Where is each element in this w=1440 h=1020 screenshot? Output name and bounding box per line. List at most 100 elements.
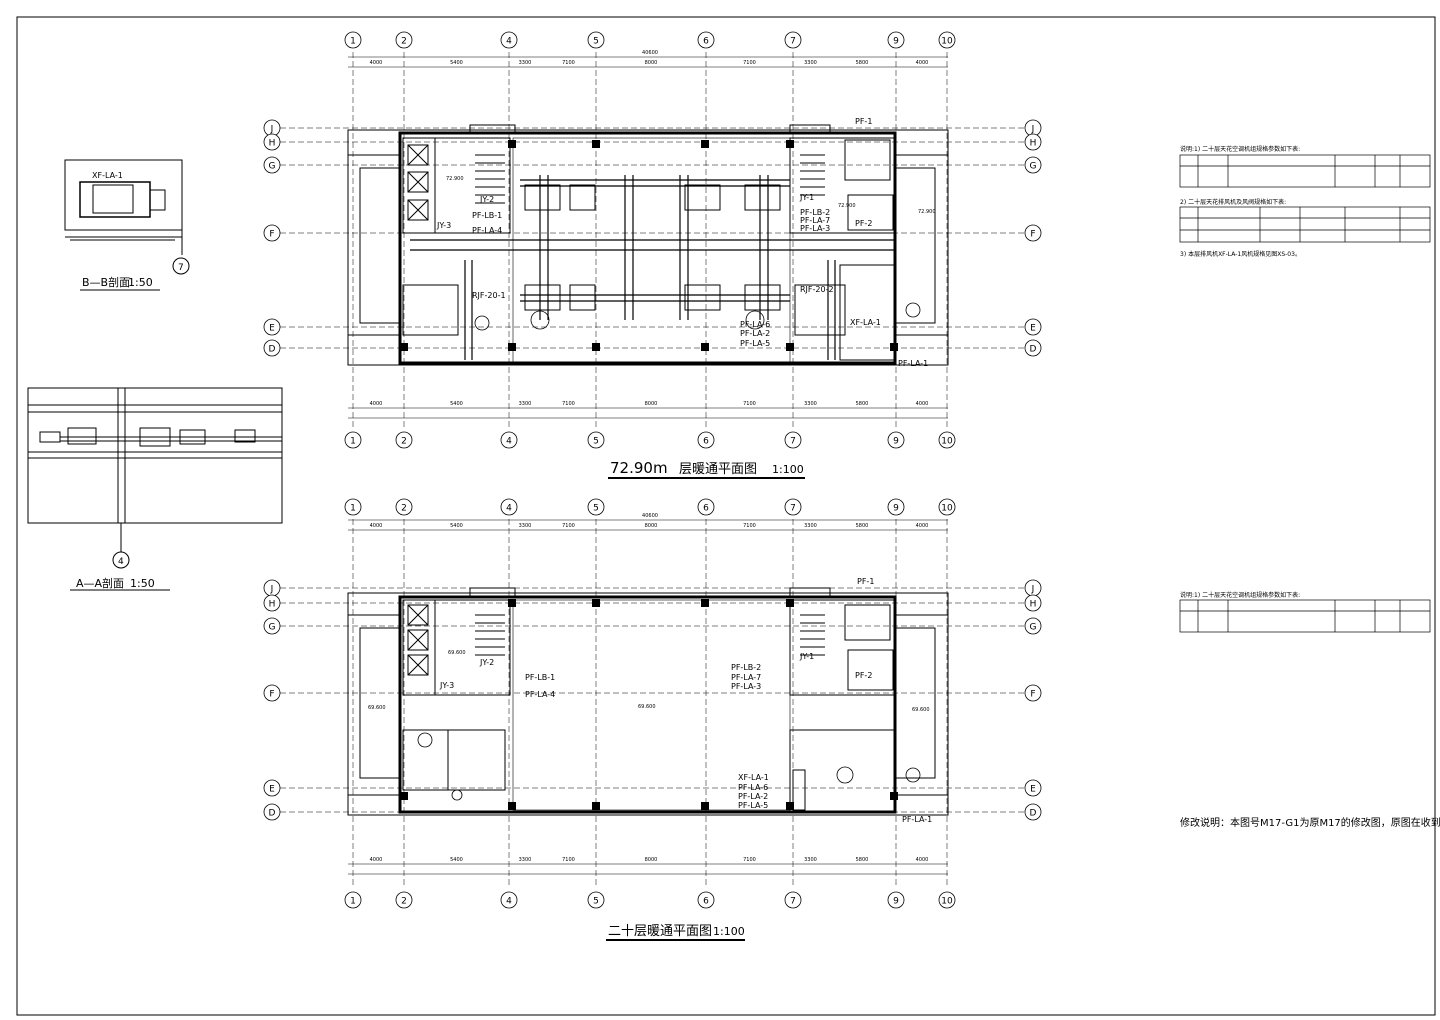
axis-bubble — [587, 31, 605, 49]
axis-bubble — [263, 339, 281, 357]
axis-bubble — [1024, 779, 1042, 797]
axis-bubble — [263, 684, 281, 702]
axis-label: 4 — [506, 897, 512, 907]
sheet-border — [16, 16, 1436, 1016]
axis-label: D — [269, 809, 276, 819]
plan-upper — [347, 124, 949, 366]
axis-label: 10 — [941, 504, 953, 514]
axis-label: F — [269, 690, 274, 700]
axis-label: E — [269, 324, 275, 334]
axis-bubble — [938, 431, 956, 449]
axis-bubble — [1024, 224, 1042, 242]
dimension-label: 5800 — [856, 60, 869, 66]
axis-label: G — [269, 623, 276, 633]
axis-bubble — [887, 431, 905, 449]
dimension-label: 8000 — [645, 857, 658, 863]
equipment-label: PF-LA-2 — [740, 329, 770, 338]
dimension-label: 7100 — [743, 401, 756, 407]
plan-lower — [347, 587, 949, 816]
equipment-labels: JY-2PF-LB-1PF-LA-4JY-3RJF-20-1PF-1JY-1PF… — [368, 117, 936, 824]
dimension-label: 5400 — [450, 857, 463, 863]
axis-label: 9 — [893, 437, 899, 447]
equipment-label: 69.600 — [368, 705, 386, 711]
axis-bubble — [500, 891, 518, 909]
dimension-label: 4000 — [370, 401, 383, 407]
axis-label: 1 — [350, 897, 356, 907]
axis-bubble — [887, 891, 905, 909]
dimension-total: 40600 — [642, 50, 658, 56]
dimension-label: 4000 — [916, 857, 929, 863]
axis-label: 7 — [790, 437, 796, 447]
equipment-label: PF-LA-7 — [800, 216, 830, 225]
axis-bubble — [263, 156, 281, 174]
axis-bubble — [784, 31, 802, 49]
dimension-label: 5800 — [856, 857, 869, 863]
section-bb-scale: 1:50 — [128, 276, 153, 289]
axis-bubble — [587, 498, 605, 516]
axis-label: F — [1030, 230, 1035, 240]
equipment-label: JY-2 — [479, 658, 494, 667]
dimension-label: 3300 — [804, 523, 817, 529]
axis-label: 4 — [506, 504, 512, 514]
spec-tables — [1179, 154, 1431, 633]
title-upper-text: 层暖通平面图 — [679, 462, 757, 477]
title-upper-scale: 1:100 — [772, 463, 804, 476]
note-upper-3: 3) 本层排风机XF-LA-1风机规格见图XS-03。 — [1180, 250, 1301, 258]
axis-bubble — [697, 431, 715, 449]
dimension-label: 7100 — [562, 523, 575, 529]
dimension-labels: 4000 5400 3300 7100 8000 7100 3300 5800 4000 4000… — [370, 50, 929, 863]
axis-label: J — [1031, 585, 1035, 595]
dimension-label: 7100 — [743, 60, 756, 66]
note-upper-2: 2) 二十层天花排风机及风阀规格如下表: — [1180, 198, 1286, 206]
axis-bubble — [263, 594, 281, 612]
axis-label: 5 — [593, 37, 599, 47]
equipment-label: PF-LA-1 — [902, 815, 932, 824]
axis-bubble — [1024, 617, 1042, 635]
axis-bubble — [395, 891, 413, 909]
dimension-label: 5400 — [450, 60, 463, 66]
section-bb-label: XF-LA-1 — [92, 171, 123, 180]
axis-label: D — [269, 345, 276, 355]
plan-upper-outline — [347, 129, 949, 366]
equipment-label: 72.900 — [446, 176, 464, 182]
axis-bubble — [1024, 803, 1042, 821]
axis-bubble — [784, 498, 802, 516]
section-bb-title: B—B剖面 — [82, 275, 130, 289]
equipment-label: JY-1 — [799, 652, 814, 661]
equipment-label: XF-LA-1 — [850, 318, 881, 327]
axis-bubble — [938, 891, 956, 909]
section-aa-scale: 1:50 — [130, 577, 155, 590]
axis-label: 9 — [893, 37, 899, 47]
axis-label: 10 — [941, 437, 953, 447]
axis-label: J — [1031, 125, 1035, 135]
axis-label: J — [270, 585, 274, 595]
section-bb — [64, 159, 190, 291]
dimension-label: 7100 — [743, 857, 756, 863]
axis-label: E — [269, 785, 275, 795]
equipment-label: PF-1 — [855, 117, 872, 126]
axis-bubble — [887, 498, 905, 516]
axis-bubble — [500, 431, 518, 449]
section-aa-axis: 4 — [118, 557, 124, 567]
dimension-label: 3300 — [519, 857, 532, 863]
axis-label: 2 — [401, 37, 407, 47]
axis-label: 4 — [506, 437, 512, 447]
equipment-label: PF-LA-5 — [740, 339, 770, 348]
axis-bubble — [938, 498, 956, 516]
axis-label: 9 — [893, 897, 899, 907]
equipment-label: PF-LA-2 — [738, 792, 768, 801]
axis-bubble — [1024, 684, 1042, 702]
equipment-label: PF-2 — [855, 671, 872, 680]
axis-grid — [280, 52, 1025, 888]
axis-label: 2 — [401, 437, 407, 447]
axis-bubble — [1024, 339, 1042, 357]
dimension-label: 7100 — [562, 401, 575, 407]
axis-bubble — [263, 133, 281, 151]
axis-bubble — [697, 498, 715, 516]
dimension-label: 4000 — [916, 60, 929, 66]
equipment-label: PF-LA-3 — [731, 682, 761, 691]
axis-label: 10 — [941, 37, 953, 47]
axis-label: 4 — [506, 37, 512, 47]
dimension-label: 5400 — [450, 401, 463, 407]
equipment-label: PF-LA-5 — [738, 801, 768, 810]
